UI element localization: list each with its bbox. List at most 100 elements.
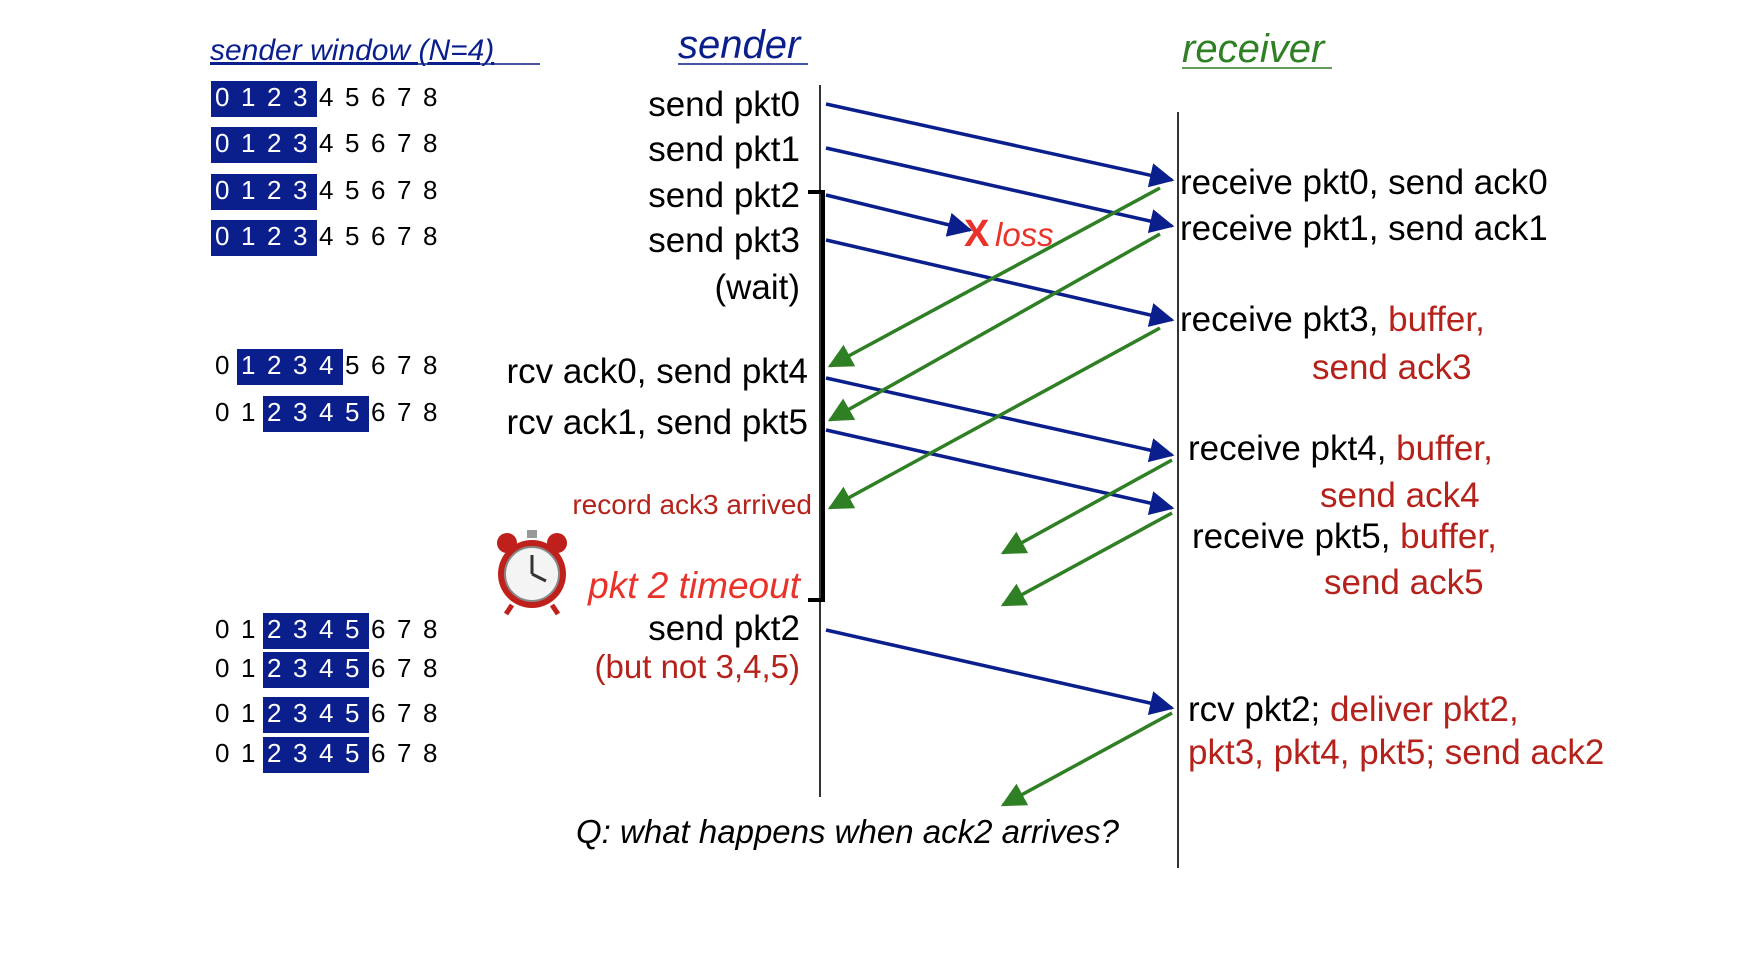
- receive-pkt0-label: receive pkt0, send ack0: [1180, 163, 1548, 202]
- window-seq-number: 8: [423, 350, 437, 380]
- window-seq-number: 4: [319, 82, 333, 112]
- resend-pkt2-label: send pkt2: [648, 609, 800, 648]
- window-seq-number: 3: [293, 653, 307, 683]
- window-seq-number: 5: [345, 397, 359, 427]
- window-highlight: [263, 613, 369, 649]
- window-seq-number: 3: [293, 614, 307, 644]
- window-highlight: [263, 697, 369, 733]
- window-seq-number: 5: [345, 221, 359, 251]
- arrow-pkt2: [825, 193, 973, 237]
- send-pkt3-label: send pkt3: [648, 221, 800, 260]
- window-seq-number: 7: [397, 128, 411, 158]
- window-seq-number: 6: [371, 738, 385, 768]
- rcv-ack1-label: rcv ack1, send pkt5: [506, 403, 808, 442]
- receive-pkt3-label: receive pkt3, buffer,: [1180, 300, 1485, 339]
- record-ack3-label: record ack3 arrived: [572, 489, 812, 520]
- alarm-clock-icon: [497, 530, 567, 616]
- window-highlight: [211, 127, 317, 163]
- window-seq-number: 3: [293, 397, 307, 427]
- window-seq-number: 6: [371, 698, 385, 728]
- window-seq-number: 0: [215, 653, 229, 683]
- timeout-label: pkt 2 timeout: [587, 565, 802, 606]
- window-seq-number: 2: [267, 397, 281, 427]
- window-seq-number: 0: [215, 738, 229, 768]
- window-seq-number: 8: [423, 397, 437, 427]
- window-highlight: [263, 396, 369, 432]
- window-seq-number: 0: [215, 128, 229, 158]
- window-seq-number: 4: [319, 175, 333, 205]
- window-highlight: [211, 174, 317, 210]
- window-highlight: [211, 220, 317, 256]
- sender-window-header: sender window (N=4): [210, 34, 494, 67]
- arrow-pkt2-resend: [825, 628, 1175, 716]
- timer-bracket: [808, 190, 825, 602]
- window-seq-number: 7: [397, 738, 411, 768]
- window-seq-number: 6: [371, 175, 385, 205]
- receive-pkt4-label: receive pkt4, buffer,: [1188, 429, 1493, 468]
- arrow-ack0: [827, 186, 1161, 368]
- window-seq-number: 8: [423, 128, 437, 158]
- window-seq-number: 4: [319, 350, 333, 380]
- window-seq-number: 1: [241, 350, 255, 380]
- window-seq-number: 5: [345, 128, 359, 158]
- window-seq-number: 5: [345, 82, 359, 112]
- window-highlight: [211, 81, 317, 117]
- arrow-ack1: [827, 232, 1161, 422]
- window-seq-number: 6: [371, 350, 385, 380]
- window-seq-number: 2: [267, 221, 281, 251]
- window-seq-number: 4: [319, 397, 333, 427]
- window-seq-number: 7: [397, 614, 411, 644]
- window-seq-number: 3: [293, 128, 307, 158]
- window-seq-number: 1: [241, 738, 255, 768]
- send-pkt2-label: send pkt2: [648, 176, 800, 215]
- but-not-label: (but not 3,4,5): [595, 648, 800, 685]
- window-seq-number: 7: [397, 653, 411, 683]
- window-seq-number: 2: [267, 128, 281, 158]
- window-seq-number: 0: [215, 614, 229, 644]
- send-pkt0-label: send pkt0: [648, 85, 800, 124]
- window-seq-number: 3: [293, 738, 307, 768]
- window-seq-number: 7: [397, 698, 411, 728]
- window-seq-number: 1: [241, 128, 255, 158]
- window-seq-number: 2: [267, 614, 281, 644]
- window-seq-number: 2: [267, 698, 281, 728]
- window-seq-number: 1: [241, 175, 255, 205]
- window-seq-number: 5: [345, 175, 359, 205]
- send-pkt1-label: send pkt1: [648, 130, 800, 169]
- send-ack3-label: send ack3: [1312, 348, 1472, 387]
- window-highlight: [237, 349, 343, 385]
- window-seq-number: 8: [423, 82, 437, 112]
- window-seq-number: 2: [267, 350, 281, 380]
- window-seq-number: 3: [293, 698, 307, 728]
- loss-x-icon: X: [964, 213, 990, 255]
- window-seq-number: 0: [215, 82, 229, 112]
- receive-pkt5-label: receive pkt5, buffer,: [1192, 517, 1497, 556]
- window-seq-number: 1: [241, 614, 255, 644]
- window-seq-number: 7: [397, 350, 411, 380]
- arrow-pkt0: [825, 102, 1175, 188]
- sender-header: sender: [678, 23, 802, 67]
- window-seq-number: 4: [319, 221, 333, 251]
- window-seq-number: 5: [345, 738, 359, 768]
- window-seq-number: 4: [319, 698, 333, 728]
- window-seq-number: 6: [371, 397, 385, 427]
- window-seq-number: 2: [267, 738, 281, 768]
- window-seq-number: 5: [345, 350, 359, 380]
- arrow-pkt1: [825, 146, 1175, 234]
- window-seq-number: 6: [371, 614, 385, 644]
- arrow-pkt5: [825, 428, 1175, 516]
- window-highlight: [263, 652, 369, 688]
- window-seq-number: 4: [319, 653, 333, 683]
- arrow-pkt3: [825, 238, 1175, 327]
- data-arrows: [825, 102, 1175, 716]
- window-seq-number: 8: [423, 614, 437, 644]
- window-seq-number: 2: [267, 175, 281, 205]
